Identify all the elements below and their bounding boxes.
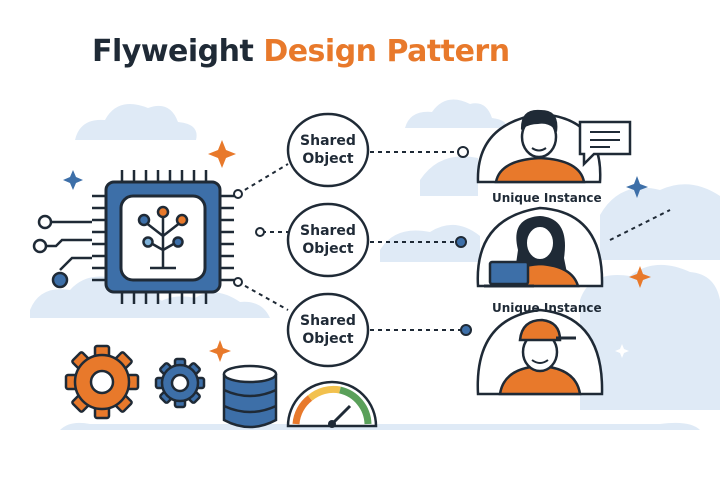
sparkle-icon	[63, 140, 651, 362]
database-icon	[222, 364, 278, 429]
title-part-2: Design Pattern	[263, 34, 510, 69]
circuit-nodes	[32, 214, 69, 289]
shared-object-line-1: Shared	[300, 223, 356, 239]
shared-object-label-2: Shared Object	[283, 222, 373, 258]
instance-label-2: Unique Instance	[492, 301, 602, 315]
shared-object-line-2: Object	[302, 241, 354, 257]
shared-object-label-1: Shared Object	[283, 132, 373, 168]
title-part-1: Flyweight	[92, 34, 254, 69]
connector-endpoints	[455, 146, 472, 336]
shared-object-label-3: Shared Object	[283, 312, 373, 348]
shared-object-line-1: Shared	[300, 313, 356, 329]
gear-icon	[64, 344, 206, 420]
shared-object-line-2: Object	[302, 331, 354, 347]
chat-bubble-icon	[578, 120, 632, 168]
background-clouds	[30, 99, 720, 430]
shared-object-line-1: Shared	[300, 133, 356, 149]
instance-connectors	[370, 151, 671, 331]
tree-icon	[137, 205, 189, 270]
instance-3-figure	[476, 308, 604, 396]
chip-connectors	[237, 163, 289, 311]
gauge-icon	[286, 380, 378, 428]
shared-object-circles	[286, 112, 370, 368]
chip-pins	[45, 170, 234, 304]
instance-1-figure	[476, 109, 602, 184]
shared-object-line-2: Object	[302, 151, 354, 167]
instance-label-1: Unique Instance	[492, 191, 602, 205]
laptop-icon	[484, 260, 534, 288]
page-title: Flyweight Design Pattern	[92, 34, 510, 69]
